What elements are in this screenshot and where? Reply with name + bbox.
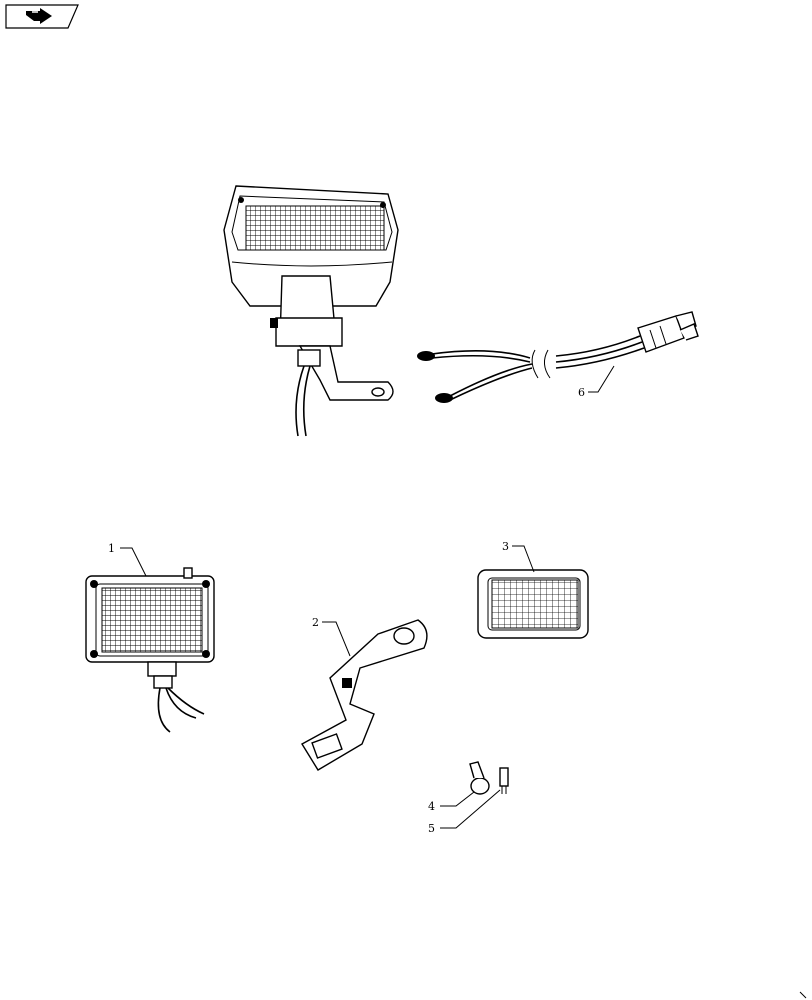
lens-item-3 bbox=[477, 569, 589, 639]
callout-4: 4 bbox=[428, 800, 435, 813]
leader-lines bbox=[120, 365, 615, 829]
ring-terminal-item-4 bbox=[469, 761, 490, 795]
mounting-bracket-item-2 bbox=[301, 619, 428, 771]
callout-2: 2 bbox=[312, 616, 319, 629]
corner-mark bbox=[799, 991, 807, 999]
wiring-harness bbox=[417, 311, 699, 403]
pin-terminal-item-5 bbox=[499, 767, 509, 794]
nav-tag[interactable] bbox=[5, 4, 79, 29]
work-lamp-item-1 bbox=[85, 567, 215, 733]
callout-1: 1 bbox=[108, 542, 115, 555]
callout-3: 3 bbox=[502, 540, 509, 553]
reference-arrow-icon bbox=[26, 8, 52, 24]
callout-5: 5 bbox=[428, 822, 435, 835]
assembled-work-light bbox=[223, 185, 399, 437]
callout-6: 6 bbox=[578, 386, 585, 399]
